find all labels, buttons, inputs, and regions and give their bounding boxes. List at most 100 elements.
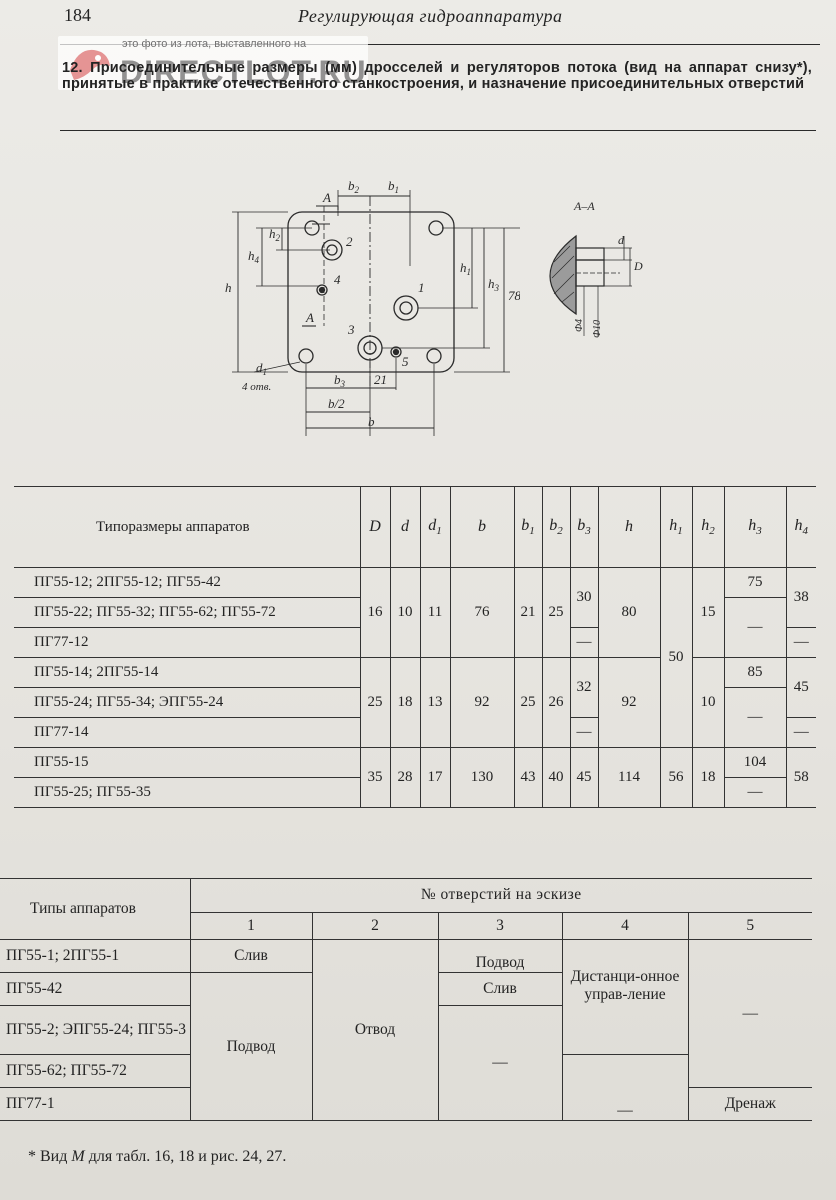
table-row: ПГ55-24; ПГ55-34; ЭПГ55-24 — [14, 687, 816, 748]
section-phi4-label: Ф4 [574, 319, 585, 332]
section-mark-a-top: A [322, 190, 331, 205]
col-header-b3: b3 [569, 486, 599, 568]
svg-text:h2: h2 [269, 226, 281, 243]
section-mark-a-left: A [305, 310, 314, 325]
watermark-caption: это фото из лота, выставленного на [122, 38, 307, 50]
col-header-h2: h2 [691, 486, 725, 568]
dim-b1-label: b [388, 178, 395, 193]
dim-h3-sub: 3 [494, 283, 500, 293]
table-row: ПГ55-12; 2ПГ55-12; ПГ55-42 16 10 11 76 2… [14, 567, 816, 748]
dim-b-label: b [368, 414, 375, 429]
page-number: 184 [64, 5, 91, 25]
dim-d1-sub: 1 [263, 367, 268, 377]
h1-shared-cell: 50 [659, 567, 693, 748]
col-header-d: d [389, 486, 421, 568]
col-header-5: 5 [687, 911, 812, 941]
table-row: ПГ77-14 — — [14, 717, 816, 748]
col-header-b1: b1 [513, 486, 543, 568]
dim-h1-label: h [460, 260, 467, 275]
watermark-logo-icon [70, 49, 110, 80]
remote-control-cell: Дистанци-онное управ-ление [561, 939, 689, 1055]
dimensions-table: Типоразмеры аппаратов D d d1 b b1 b2 b3 … [14, 486, 816, 808]
table-row: ПГ55-14; 2ПГ55-14 25 18 13 92 25 26 32 9… [14, 657, 816, 748]
section-d-label: d [618, 233, 625, 247]
dim-b1-sub: 1 [395, 185, 400, 195]
table-row: ПГ77-1 Дренаж [0, 1087, 812, 1121]
port-5-label: 5 [402, 354, 409, 369]
dim-78-label: 78 [508, 288, 520, 303]
dim-b2-label: b [348, 178, 355, 193]
bore-small [575, 247, 605, 261]
section-a-a-drawing: A–A d D Ф4 Ф10 [549, 199, 643, 338]
plate-outline [287, 211, 455, 373]
dim-21-label: 21 [374, 372, 387, 387]
port-2-label: 2 [346, 234, 353, 249]
section-phi10-label: Ф10 [592, 320, 603, 338]
col-header-1: 1 [189, 911, 313, 941]
table-row: ПГ55-15 35 28 17 130 43 40 45 114 56 18 … [14, 747, 816, 808]
col-header-D: D [359, 486, 391, 568]
table-row: ПГ55-22; ПГ55-32; ПГ55-62; ПГ55-72 — [14, 597, 816, 658]
dim-h2-sub: 2 [276, 233, 281, 243]
col-header-h4: h4 [785, 486, 816, 568]
caption-rule [60, 130, 816, 132]
svg-text:b2: b2 [348, 178, 360, 195]
port-4-label: 4 [334, 272, 341, 287]
dim-h2-label: h [269, 226, 276, 241]
corner-hole [426, 348, 442, 364]
col-header-h: h [597, 486, 661, 568]
col-header-b: b [449, 486, 515, 568]
port-purpose-table: Типы аппаратов № отверстий на эскизе 1 2… [0, 878, 812, 1121]
table2-group-header-row: Типы аппаратов № отверстий на эскизе [0, 878, 812, 940]
watermark-backdrop [58, 36, 368, 90]
table-row: ПГ55-25; ПГ55-35 — [14, 777, 816, 808]
watermark-logo-text: DIRECTLOT.RU [120, 54, 367, 90]
dim-h1-sub: 1 [467, 267, 472, 277]
port-1 [393, 295, 419, 321]
col-header-h1: h1 [659, 486, 693, 568]
svg-text:b3: b3 [334, 372, 346, 389]
port-5 [390, 346, 402, 358]
dim-h3-label: h [488, 276, 495, 291]
svg-text:h1: h1 [460, 260, 471, 277]
svg-text:b1: b1 [388, 178, 399, 195]
section-D-label: D [633, 259, 643, 273]
dim-h-label: h [225, 280, 232, 295]
dim-b2-sub: 2 [355, 185, 360, 195]
figure-caption: 12. Присоединительные размеры (мм) дросс… [62, 60, 812, 92]
table-row: ПГ55-62; ПГ55-72 — [0, 1054, 812, 1121]
col-header-h3: h3 [723, 486, 787, 568]
dim-h4-sub: 4 [255, 255, 260, 265]
section-title: A–A [573, 199, 595, 213]
table-row: ПГ55-1; 2ПГ55-1 Слив Отвод Подвод Дистан… [0, 939, 812, 1121]
running-title: Регулирующая гидроаппаратура [298, 6, 563, 26]
svg-text:h4: h4 [248, 248, 260, 265]
col-header-d1: d1 [419, 486, 451, 568]
port-4 [316, 284, 328, 296]
col-header-4: 4 [561, 911, 689, 941]
header-rule [60, 44, 820, 46]
col-header-device-types: Типы аппаратов [0, 878, 191, 940]
table2-subheader-row: 1 2 3 4 5 [0, 911, 812, 941]
dim-b3-sub: 3 [340, 379, 346, 389]
col-header-b2: b2 [541, 486, 571, 568]
col-header-types: Типоразмеры аппаратов [14, 486, 361, 568]
corner-hole [298, 348, 314, 364]
table-row: ПГ55-2; ЭПГ55-24; ПГ55-3 — [0, 1005, 812, 1121]
corner-hole [428, 220, 444, 236]
table-row: ПГ55-42 Подвод Слив [0, 972, 812, 1121]
footnote: * Вид М для табл. 16, 18 и рис. 24, 27. [28, 1148, 287, 1165]
dim-b-half-label: b/2 [328, 396, 345, 411]
svg-text:d1: d1 [256, 360, 267, 377]
svg-text:h3: h3 [488, 276, 500, 293]
port-1-label: 1 [418, 280, 425, 295]
mounting-plate-drawing: A A b2 b1 h2 h4 h h1 h3 78 1 2 3 4 5 d1 … [225, 178, 520, 436]
col-header-2: 2 [311, 911, 439, 941]
col-header-port-numbers: № отверстий на эскизе [189, 878, 812, 913]
dim-d1-label: d [256, 360, 263, 375]
table1-header-row: Типоразмеры аппаратов D d d1 b b1 b2 b3 … [14, 486, 816, 568]
dim-h4-label: h [248, 248, 255, 263]
section-body-hatch [549, 234, 577, 316]
dim-b3-label: b [334, 372, 341, 387]
